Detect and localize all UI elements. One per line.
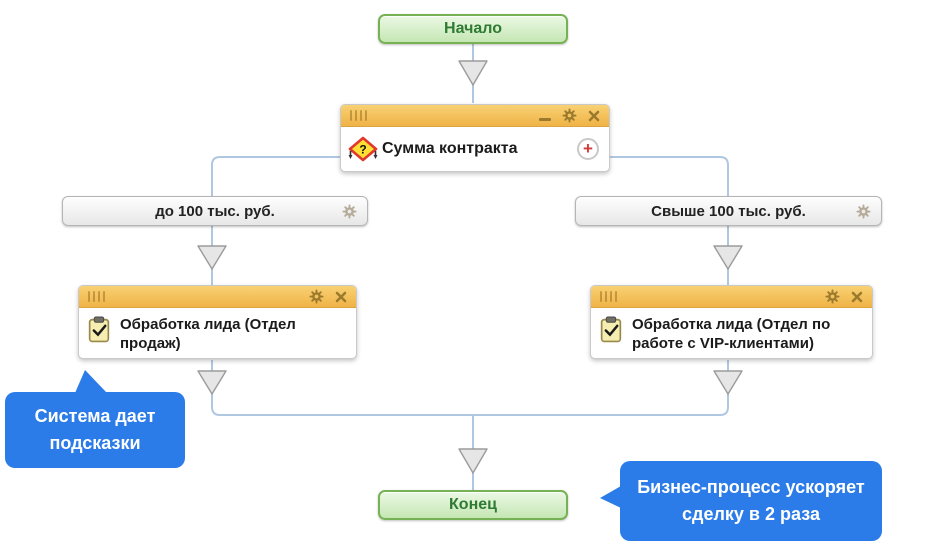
start-node[interactable]: Начало [378,14,568,44]
drag-grip-icon[interactable] [350,110,367,121]
gear-icon[interactable] [562,108,577,123]
svg-text:?: ? [359,143,366,157]
gear-icon[interactable] [309,289,324,304]
task-node-vip-dept[interactable]: Обработка лида (Отдел по работе с VIP-кл… [590,285,873,359]
minimize-icon[interactable] [539,117,551,121]
flow-arrow-icon [458,448,488,474]
drag-grip-icon[interactable] [600,291,617,302]
flow-arrow-icon [713,245,743,270]
branch-node-high-amount[interactable]: Свыше 100 тыс. руб. [575,196,882,226]
flow-arrow-icon [713,370,743,395]
task-node-titlebar[interactable] [591,286,872,308]
branch-label: до 100 тыс. руб. [155,202,275,220]
add-branch-button[interactable]: + [577,138,599,160]
task-node-sales-dept[interactable]: Обработка лида (Отдел продаж) [78,285,357,359]
task-label: Обработка лида (Отдел по работе с VIP-кл… [632,316,831,352]
close-icon[interactable] [851,291,863,303]
question-diamond-icon: ? [348,136,378,162]
flow-arrow-icon [458,60,488,86]
condition-title: Сумма контракта [382,140,518,157]
task-label: Обработка лида (Отдел продаж) [120,316,296,352]
annotation-speed-callout: Бизнес-процесс ускоряет сделку в 2 раза [600,461,882,541]
gear-icon[interactable] [856,204,871,219]
clipboard-check-icon [600,316,622,343]
gear-icon[interactable] [342,204,357,219]
annotation-text: Бизнес-процесс ускоряет сделку в 2 раза [637,477,865,524]
drag-grip-icon[interactable] [88,291,105,302]
branch-label: Свыше 100 тыс. руб. [651,202,806,220]
flow-arrow-icon [197,245,227,270]
clipboard-check-icon [88,316,110,343]
end-node[interactable]: Конец [378,490,568,520]
callout-pointer-left-icon [600,486,621,508]
task-node-titlebar[interactable] [79,286,356,308]
close-icon[interactable] [335,291,347,303]
annotation-text: Система дает подсказки [34,406,156,453]
flow-arrow-icon [197,370,227,395]
condition-node-titlebar[interactable] [341,105,609,127]
branch-node-low-amount[interactable]: до 100 тыс. руб. [62,196,368,226]
condition-node[interactable]: ? Сумма контракта + [340,104,610,172]
gear-icon[interactable] [825,289,840,304]
annotation-hints-callout: Система дает подсказки [5,370,185,468]
callout-pointer-up-icon [75,370,107,393]
close-icon[interactable] [588,110,600,122]
